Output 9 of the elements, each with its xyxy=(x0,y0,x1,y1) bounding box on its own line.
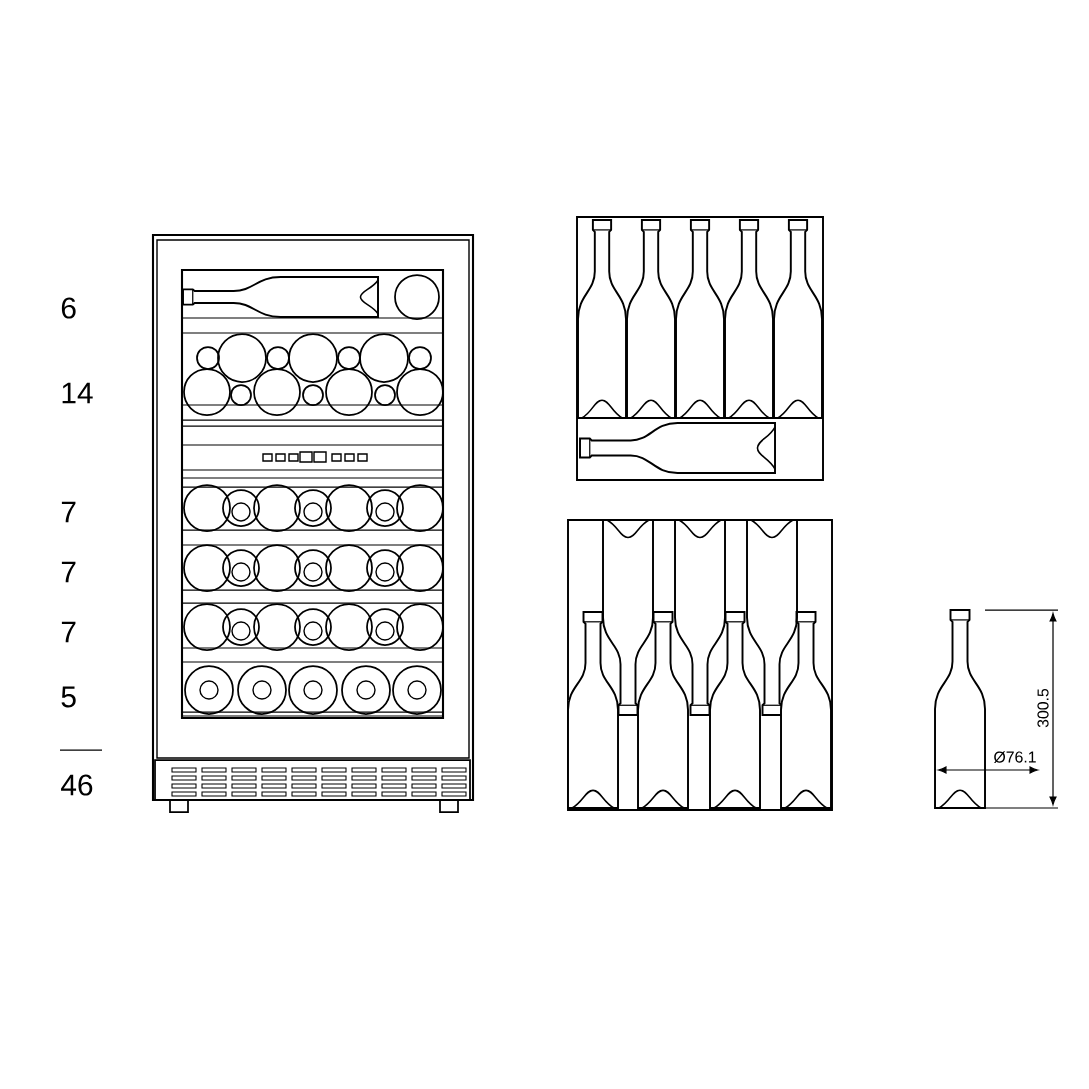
count-label: 14 xyxy=(62,382,93,404)
count-label: 6 xyxy=(61,297,76,319)
count-label: 7 xyxy=(61,621,76,643)
dimension-label: Ø76.1 xyxy=(994,751,1036,763)
count-label: 7 xyxy=(61,501,76,523)
count-label: 5 xyxy=(61,686,76,708)
dimension-label: 300.5 xyxy=(1037,688,1049,728)
count-label: 7 xyxy=(61,561,76,583)
count-label: 46 xyxy=(61,774,93,796)
